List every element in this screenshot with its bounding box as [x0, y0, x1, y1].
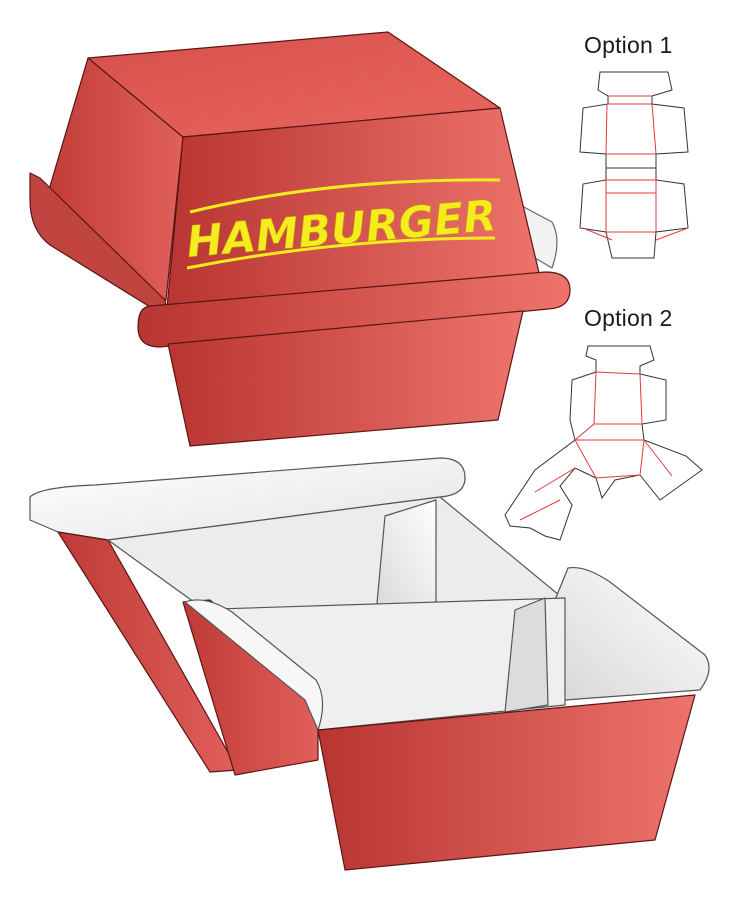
- tray-rear-wall: [29, 457, 466, 541]
- hamburger-box-lid: HAMBURGER: [29, 31, 571, 447]
- option-1-label: Option 1: [584, 32, 673, 58]
- tray-front-wall: [317, 694, 696, 871]
- dieline-option-2: [504, 345, 703, 541]
- tray-divider: [375, 499, 437, 615]
- tray-right-wall: [554, 566, 710, 701]
- lid-tongue: [137, 271, 571, 348]
- dieline-option-1: [579, 71, 689, 259]
- hamburger-box-tray: [29, 457, 710, 871]
- option-2-label: Option 2: [584, 305, 673, 331]
- lid-bottom-band: [167, 310, 524, 447]
